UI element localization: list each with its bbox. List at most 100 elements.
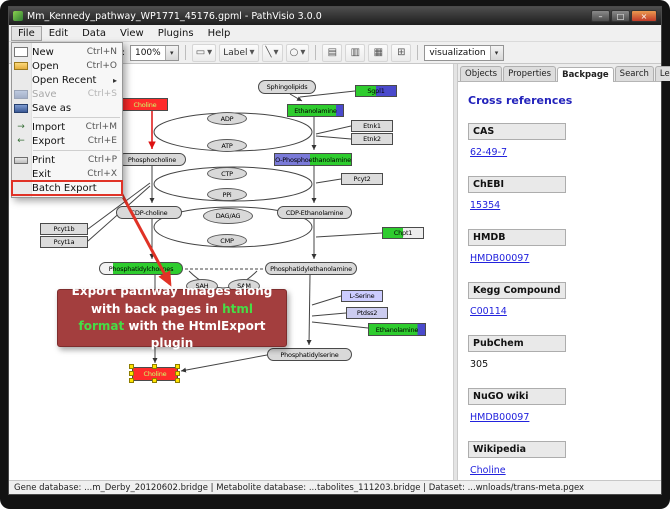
pathway-node-phosphatidylserine[interactable]: Phosphatidylserine bbox=[267, 348, 352, 361]
save-icon bbox=[14, 89, 28, 99]
pathway-node-sphingolipids[interactable]: Sphingolipids bbox=[258, 80, 316, 94]
menu-item-open-recent[interactable]: Open Recent▸ bbox=[12, 73, 122, 87]
close-button[interactable]: × bbox=[631, 10, 657, 22]
selection-handle[interactable] bbox=[152, 378, 157, 383]
pathway-node-etnk1[interactable]: Etnk1 bbox=[351, 120, 393, 132]
xref-link[interactable]: 62-49-7 bbox=[470, 147, 508, 158]
pathway-node-ptdss2[interactable]: Ptdss2 bbox=[346, 307, 388, 319]
pathway-node-ethanolamine-top[interactable]: Ethanolamine bbox=[287, 104, 344, 117]
xref-link[interactable]: HMDB00097 bbox=[470, 253, 530, 264]
selection-handle[interactable] bbox=[175, 371, 180, 376]
selection-handle[interactable] bbox=[152, 364, 157, 369]
menu-item-save-as[interactable]: Save as bbox=[12, 101, 122, 115]
pathway-node-cdp-choline[interactable]: CDP-choline bbox=[116, 206, 182, 219]
xref-link[interactable]: Choline bbox=[470, 465, 506, 476]
xref-link[interactable]: HMDB00097 bbox=[470, 412, 530, 423]
line-tool-button[interactable]: ╲▾ bbox=[261, 43, 283, 62]
menubar-item-edit[interactable]: Edit bbox=[48, 27, 69, 39]
pathway-node-ppi[interactable]: PPi bbox=[207, 188, 247, 201]
pathway-node-chpt1[interactable]: Chpt1 bbox=[382, 227, 424, 239]
datanode-tool-button[interactable]: ▭▾ bbox=[191, 43, 217, 62]
menu-item-label: Save bbox=[32, 88, 57, 100]
pathway-node-phosphatidylethanolamine[interactable]: Phosphatidylethanolamine bbox=[265, 262, 357, 275]
menubar-item-help[interactable]: Help bbox=[207, 27, 231, 39]
menubar-item-data[interactable]: Data bbox=[82, 27, 106, 39]
titlebar[interactable]: Mm_Kennedy_pathway_WP1771_45176.gpml - P… bbox=[9, 7, 661, 25]
app-window: Mm_Kennedy_pathway_WP1771_45176.gpml - P… bbox=[8, 6, 670, 495]
pathway-node-choline-top[interactable]: Choline bbox=[122, 98, 168, 111]
xref-link[interactable]: 15354 bbox=[470, 200, 501, 211]
panel-splitter[interactable] bbox=[453, 64, 457, 480]
menu-item-label: Batch Export bbox=[32, 182, 97, 194]
annotation-text-after: with the HtmlExport plugin bbox=[124, 319, 266, 351]
align-horizontal-button[interactable]: ▤ bbox=[322, 43, 343, 62]
export-icon: ← bbox=[17, 136, 25, 146]
pathway-node-dag[interactable]: DAG/AG bbox=[203, 208, 253, 224]
align-horizontal-icon: ▤ bbox=[327, 46, 338, 58]
tab-legend[interactable]: Legend bbox=[654, 66, 670, 81]
pathway-node-phosphatidylcholines[interactable]: Phosphatidylcholines bbox=[99, 262, 183, 275]
tab-search[interactable]: Search bbox=[614, 66, 654, 81]
shape-tool-button[interactable]: ○▾ bbox=[285, 43, 310, 62]
selection-handle[interactable] bbox=[175, 364, 180, 369]
pathway-node-ethanolamine-bottom[interactable]: Ethanolamine bbox=[368, 323, 426, 336]
open-folder-icon bbox=[14, 62, 28, 70]
menubar-item-view[interactable]: View bbox=[120, 27, 144, 39]
pathway-node-l-serine[interactable]: L-Serine bbox=[341, 290, 383, 302]
xref-link[interactable]: C00114 bbox=[470, 306, 507, 317]
menubar-item-file[interactable]: File bbox=[11, 25, 42, 41]
pathway-node-cdp-ethanolamine[interactable]: CDP-Ethanolamine bbox=[277, 206, 352, 219]
menubar-item-plugins[interactable]: Plugins bbox=[157, 27, 194, 39]
selection-handle[interactable] bbox=[129, 378, 134, 383]
xref-source-name: Kegg Compound bbox=[468, 282, 566, 299]
selection-handle[interactable] bbox=[129, 364, 134, 369]
selection-handle[interactable] bbox=[129, 371, 134, 376]
menu-item-batch-export[interactable]: Batch Export bbox=[11, 180, 123, 196]
pathway-node-cmp[interactable]: CMP bbox=[207, 234, 247, 247]
pathway-node-atp[interactable]: ATP bbox=[207, 139, 247, 152]
toolbar-separator bbox=[315, 45, 317, 60]
pathway-node-pcyt1b[interactable]: Pcyt1b bbox=[40, 223, 88, 235]
pathway-node-ctp[interactable]: CTP bbox=[207, 167, 247, 180]
minimize-button[interactable]: – bbox=[591, 10, 610, 22]
tab-properties[interactable]: Properties bbox=[503, 66, 557, 81]
label-tool-button[interactable]: Label▾ bbox=[219, 43, 259, 62]
xref-value: 305 bbox=[470, 359, 489, 370]
chevron-down-icon: ▾ bbox=[207, 46, 213, 58]
chevron-down-icon: ▾ bbox=[249, 46, 255, 58]
pathway-node-phosphocholine[interactable]: Phosphocholine bbox=[118, 153, 186, 166]
pathway-node-pcyt2[interactable]: Pcyt2 bbox=[341, 173, 383, 185]
pathway-node-o-phosphoethanolamine[interactable]: O-Phosphoethanolamine bbox=[274, 153, 352, 166]
zoom-combobox[interactable]: 100% ▾ bbox=[129, 44, 179, 61]
align-vertical-button[interactable]: ▥ bbox=[345, 43, 366, 62]
import-icon: → bbox=[17, 122, 25, 132]
selection-handle[interactable] bbox=[175, 378, 180, 383]
tab-backpage[interactable]: Backpage bbox=[557, 67, 614, 82]
menu-item-label: Save as bbox=[32, 102, 72, 114]
pathway-node-etnk2[interactable]: Etnk2 bbox=[351, 133, 393, 145]
menu-item-shortcut: Ctrl+M bbox=[85, 122, 117, 132]
statusbar: Gene database: ...m_Derby_20120602.bridg… bbox=[9, 480, 661, 494]
pathway-node-pcyt1a[interactable]: Pcyt1a bbox=[40, 236, 88, 248]
chevron-down-icon: ▾ bbox=[489, 45, 503, 60]
visualization-combobox[interactable]: visualization ▾ bbox=[424, 44, 504, 61]
distribute-button[interactable]: ▦ bbox=[368, 43, 389, 62]
maximize-button[interactable]: □ bbox=[611, 10, 630, 22]
pathway-node-adp[interactable]: ADP bbox=[207, 112, 247, 125]
new-document-icon bbox=[14, 47, 28, 57]
tab-objects[interactable]: Objects bbox=[460, 66, 503, 81]
group-button[interactable]: ⊞ bbox=[391, 43, 412, 62]
pathway-node-sgpl1[interactable]: Sgpl1 bbox=[355, 85, 397, 97]
